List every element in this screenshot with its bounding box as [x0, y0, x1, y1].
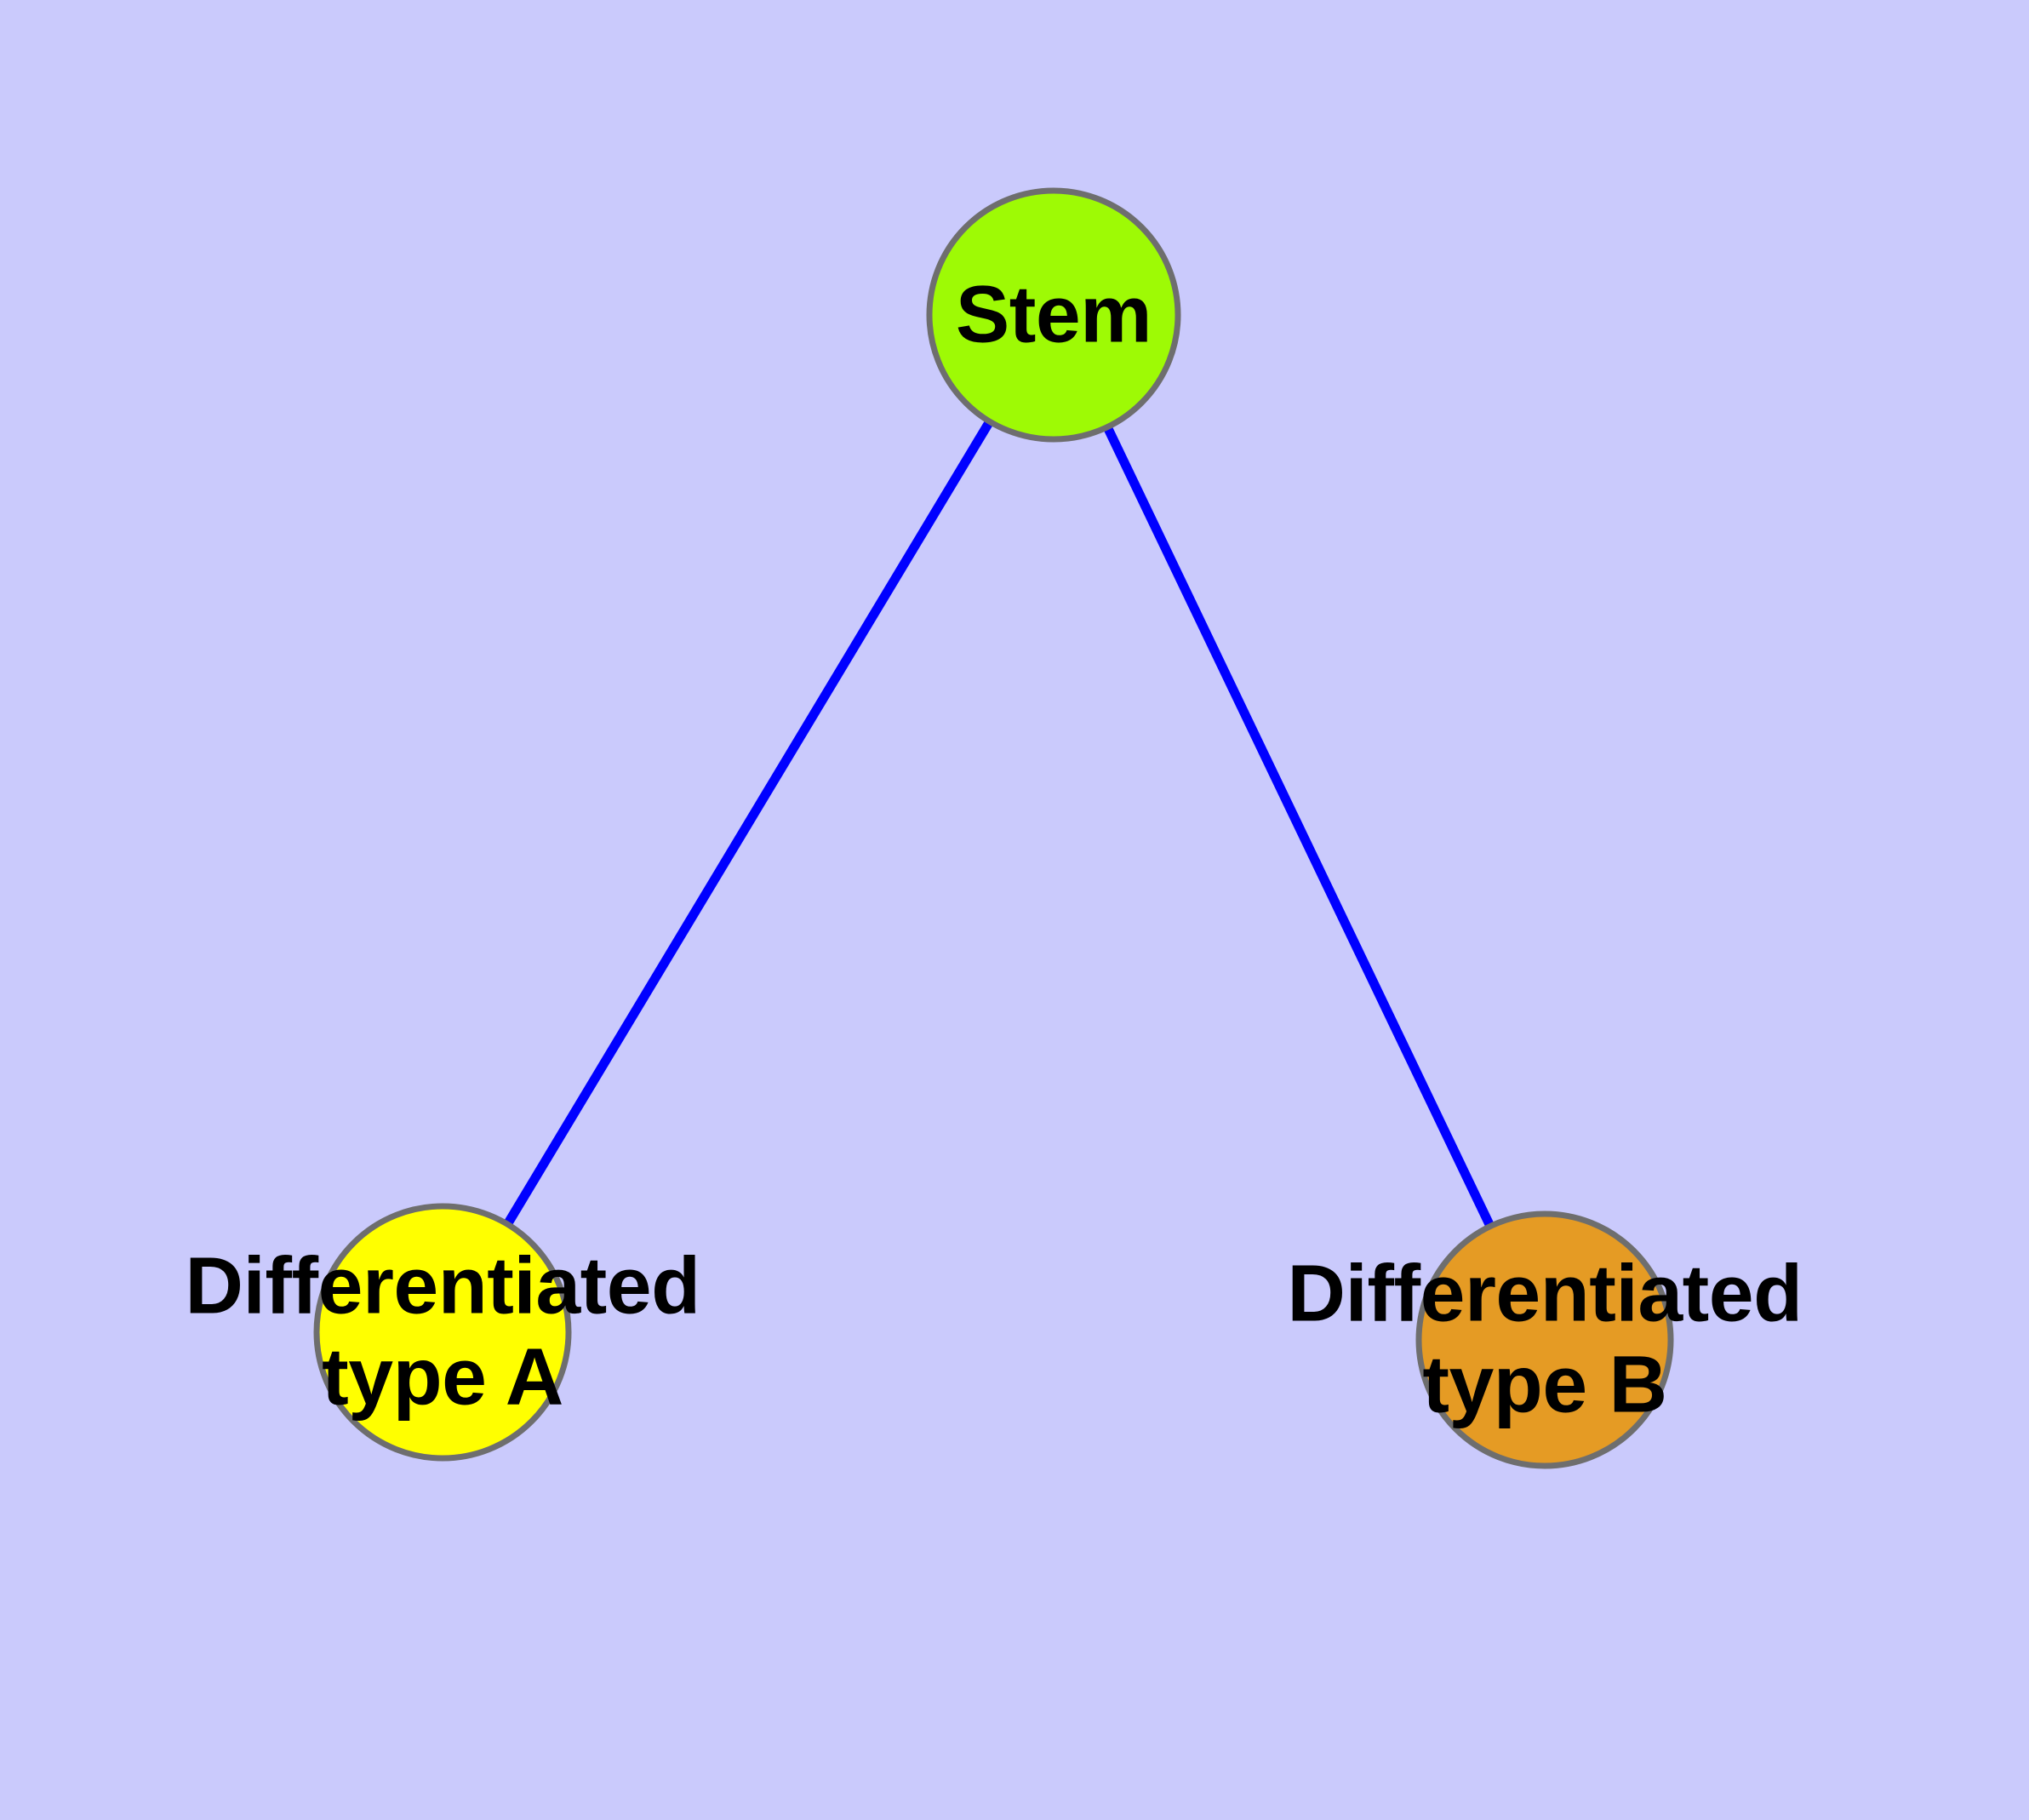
graph-edge-stem-to-b — [1049, 312, 1549, 1342]
graph-edge-stem-to-a — [438, 312, 1058, 1335]
graph-node-stem[interactable] — [926, 187, 1181, 443]
nodes-layer — [313, 187, 1674, 1469]
edges-layer — [438, 312, 1549, 1342]
graph-node-diff_b[interactable] — [1415, 1210, 1674, 1469]
graph-node-diff_a[interactable] — [313, 1203, 572, 1462]
